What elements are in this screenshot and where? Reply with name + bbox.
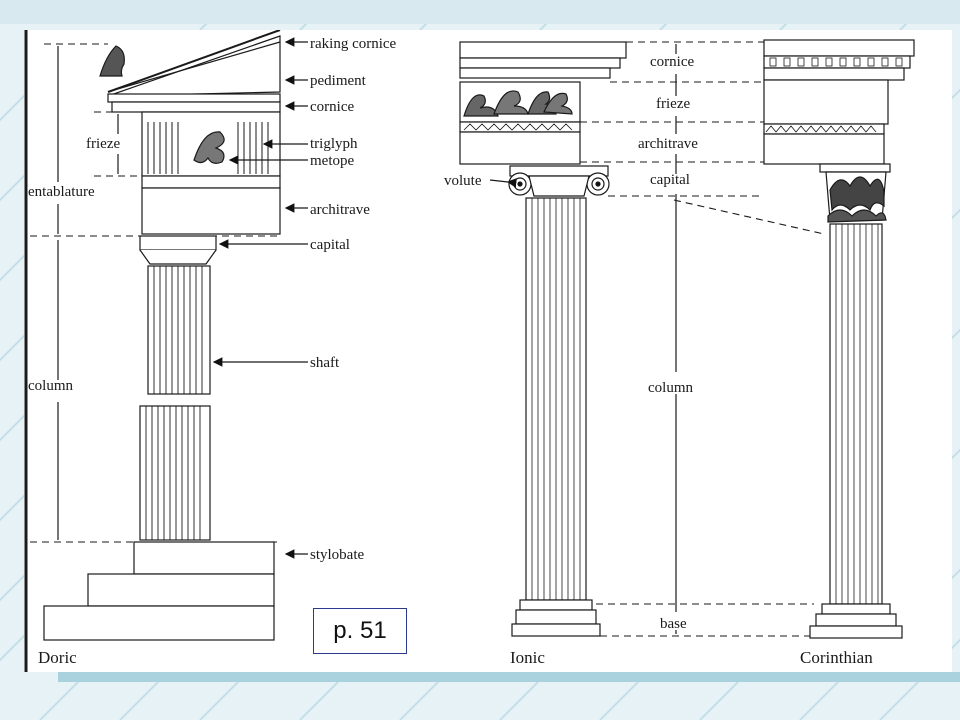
order-name-ionic: Ionic [510, 648, 545, 667]
page-reference-box: p. 51 [313, 608, 407, 654]
label-entablature: entablature [28, 184, 95, 200]
slide-bottom-bar [58, 672, 960, 682]
order-name-corinthian: Corinthian [800, 648, 873, 667]
label-volute: volute [444, 173, 482, 189]
label-frieze-center: frieze [656, 96, 691, 112]
label-triglyph: triglyph [310, 136, 358, 152]
label-capital-doric: capital [310, 237, 350, 253]
column-orders-drawing [24, 30, 915, 672]
label-column-doric: column [28, 378, 73, 394]
label-cornice-center: cornice [650, 54, 695, 70]
order-name-doric: Doric [38, 648, 77, 667]
label-architrave-doric: architrave [310, 202, 370, 218]
label-pediment: pediment [310, 73, 366, 89]
label-frieze-doric: frieze [86, 136, 121, 152]
label-capital-center: capital [650, 172, 690, 188]
label-architrave-center: architrave [638, 136, 698, 152]
label-metope: metope [310, 153, 355, 169]
corinthian-order-drawing [763, 39, 915, 639]
label-raking-cornice: raking cornice [310, 36, 397, 52]
label-shaft: shaft [310, 355, 340, 371]
slide-top-band [0, 0, 960, 24]
label-base-center: base [660, 616, 687, 632]
center-dimension-lines [580, 41, 854, 637]
label-cornice-doric: cornice [310, 99, 355, 115]
diagram-panel: raking cornice pediment cornice triglyph… [24, 30, 952, 672]
ionic-order-drawing [459, 41, 627, 637]
doric-order-drawing [24, 30, 308, 672]
label-stylobate: stylobate [310, 547, 365, 563]
label-column-center: column [648, 380, 693, 396]
